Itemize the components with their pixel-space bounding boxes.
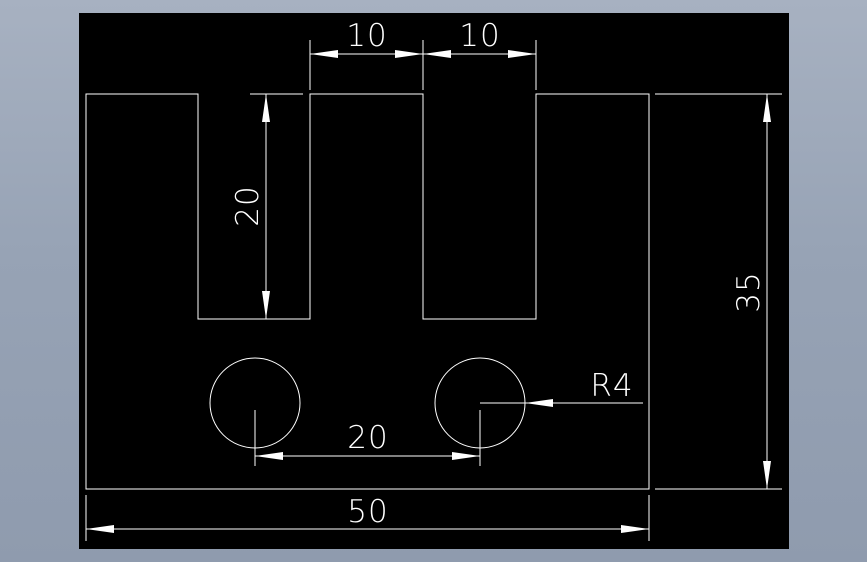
dim-text-hole-radius: R4 (590, 368, 633, 404)
dimension-hole-radius: R4 (480, 368, 643, 407)
dimension-slot-widths: 10 10 (309, 18, 537, 90)
dim-text-total-height: 35 (731, 271, 767, 312)
dimension-slot-depth: 20 (230, 93, 303, 319)
dimension-total-height: 35 (655, 93, 782, 490)
cad-drawing-canvas[interactable] (79, 13, 789, 549)
dim-text-slot-width-right: 10 (459, 18, 500, 54)
dim-text-slot-depth: 20 (230, 185, 266, 226)
dim-text-slot-width-left: 10 (346, 18, 387, 54)
part-outline (85, 93, 650, 490)
dimension-total-width: 50 (85, 494, 650, 541)
dimension-hole-spacing: 20 (254, 410, 481, 466)
dim-text-hole-spacing: 20 (347, 420, 388, 456)
dim-text-total-width: 50 (347, 494, 388, 530)
